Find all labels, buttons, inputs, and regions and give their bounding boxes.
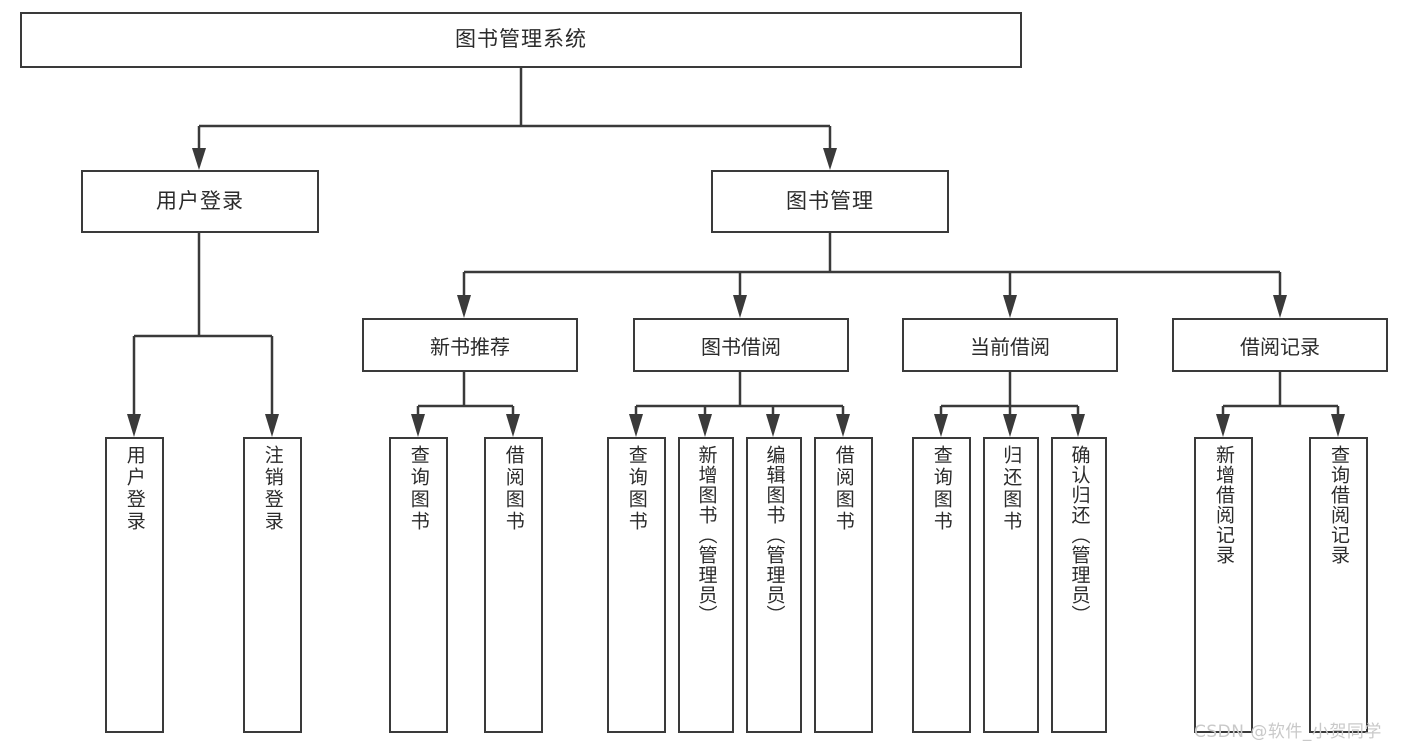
leaf-label: 查询借阅记录	[1328, 445, 1350, 565]
node-user-login[interactable]: 用户登录	[81, 170, 319, 233]
leaf-current-borrow-confirm-return[interactable]: 确认归还（管理员）	[1051, 437, 1107, 733]
leaf-user-login-signin[interactable]: 用户登录	[105, 437, 164, 733]
leaf-book-borrow-lend[interactable]: 借阅图书	[814, 437, 873, 733]
leaf-label: 查询图书	[407, 445, 430, 533]
leaf-label: 新增图书（管理员）	[695, 445, 718, 625]
leaf-label: 查询图书	[625, 445, 648, 533]
leaf-label: 借阅图书	[832, 445, 855, 533]
node-new-book-recommend-label: 新书推荐	[430, 334, 510, 359]
node-borrow-record-label: 借阅记录	[1240, 334, 1320, 359]
leaf-borrow-record-query[interactable]: 查询借阅记录	[1309, 437, 1368, 733]
leaf-book-borrow-query[interactable]: 查询图书	[607, 437, 666, 733]
watermark: CSDN @软件_小贺同学	[1194, 722, 1382, 742]
leaf-current-borrow-return[interactable]: 归还图书	[983, 437, 1039, 733]
node-current-borrow-label: 当前借阅	[970, 334, 1050, 359]
leaf-label: 注销登录	[261, 445, 284, 533]
leaf-label: 借阅图书	[502, 445, 525, 533]
node-book-management[interactable]: 图书管理	[711, 170, 949, 233]
leaf-book-borrow-edit[interactable]: 编辑图书（管理员）	[746, 437, 802, 733]
leaf-current-borrow-query[interactable]: 查询图书	[912, 437, 971, 733]
node-new-book-recommend[interactable]: 新书推荐	[362, 318, 578, 372]
node-book-borrow-label: 图书借阅	[701, 334, 781, 359]
node-root-label: 图书管理系统	[455, 27, 587, 52]
leaf-label: 编辑图书（管理员）	[763, 445, 786, 625]
leaf-label: 归还图书	[1000, 445, 1023, 533]
leaf-label: 新增借阅记录	[1213, 445, 1235, 565]
leaf-new-book-borrow[interactable]: 借阅图书	[484, 437, 543, 733]
leaf-book-borrow-add[interactable]: 新增图书（管理员）	[678, 437, 734, 733]
node-book-management-label: 图书管理	[786, 188, 874, 213]
node-borrow-record[interactable]: 借阅记录	[1172, 318, 1388, 372]
leaf-label: 确认归还（管理员）	[1068, 445, 1091, 625]
node-current-borrow[interactable]: 当前借阅	[902, 318, 1118, 372]
node-user-login-label: 用户登录	[156, 188, 244, 213]
leaf-borrow-record-add[interactable]: 新增借阅记录	[1194, 437, 1253, 733]
leaf-new-book-query[interactable]: 查询图书	[389, 437, 448, 733]
leaf-label: 查询图书	[930, 445, 953, 533]
leaf-label: 用户登录	[123, 445, 146, 533]
node-book-borrow[interactable]: 图书借阅	[633, 318, 849, 372]
node-root-system[interactable]: 图书管理系统	[20, 12, 1022, 68]
leaf-user-login-signout[interactable]: 注销登录	[243, 437, 302, 733]
